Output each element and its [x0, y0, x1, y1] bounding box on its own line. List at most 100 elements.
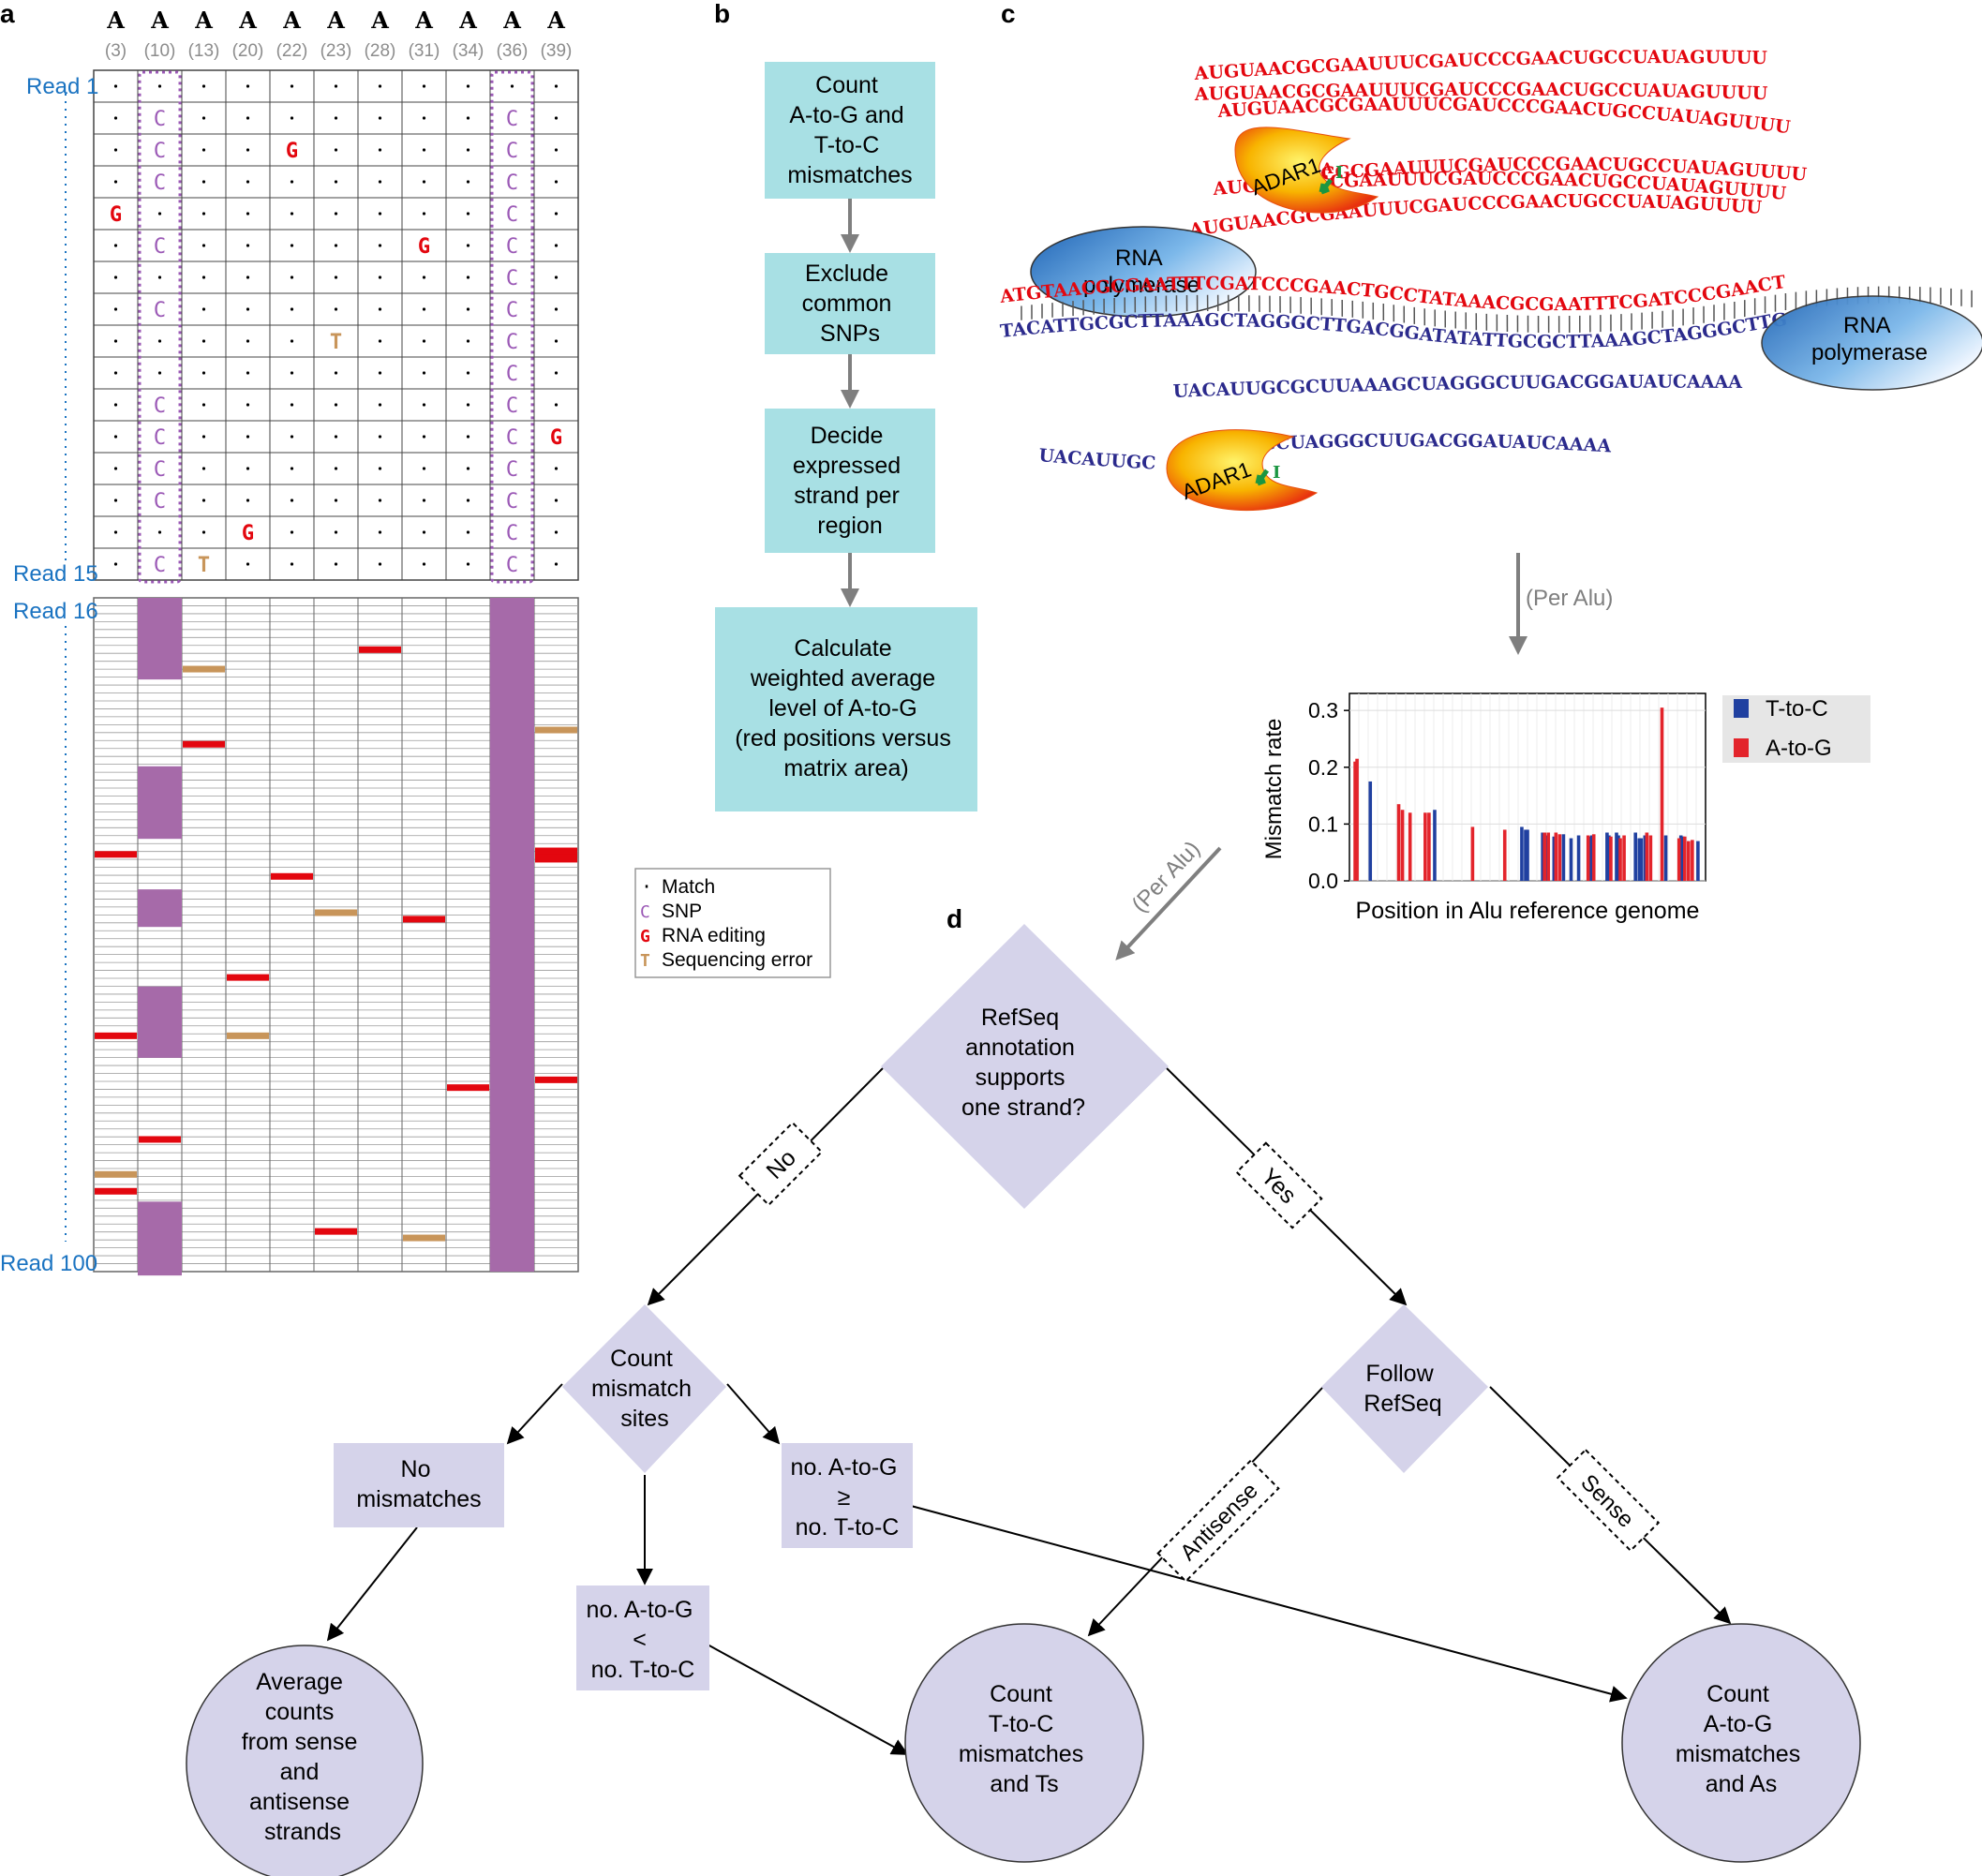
legend-symbol-snp: C — [640, 902, 650, 922]
match-dot — [290, 212, 294, 216]
chart-y-tick-label: 0.1 — [1308, 811, 1338, 836]
match-dot — [113, 84, 118, 88]
error-mark — [403, 1234, 445, 1242]
read-1-label: Read 1 — [26, 74, 98, 99]
step-exclude-box — [765, 253, 935, 354]
legend-label-error: Sequencing error — [662, 949, 812, 971]
legend-symbol-match: · — [641, 875, 652, 898]
header-position-label: (22) — [276, 41, 308, 61]
outcome-ag-text: Count A-to-G mismatches and As — [1676, 1681, 1807, 1797]
error-mark — [95, 1170, 137, 1178]
bar-t-to-c — [1552, 836, 1557, 881]
editing-mark — [227, 974, 269, 981]
bar-a-to-g — [1618, 838, 1622, 881]
bar-t-to-c — [1678, 835, 1683, 881]
bar-a-to-g — [1687, 841, 1691, 881]
match-dot — [378, 499, 382, 502]
match-dot — [422, 148, 426, 152]
match-dot — [157, 339, 162, 343]
match-dot — [334, 275, 338, 279]
bar-a-to-g — [1609, 836, 1613, 881]
match-dot — [466, 244, 470, 247]
read-100-label: Read 100 — [0, 1251, 97, 1276]
match-dot — [201, 467, 206, 470]
match-dot — [246, 180, 250, 184]
match-dot — [554, 275, 559, 279]
rna-polymerase-left-label: RNA polymerase — [1083, 246, 1200, 298]
match-dot — [157, 275, 162, 279]
snp-column-highlight — [490, 70, 534, 584]
bar-a-to-g — [1408, 812, 1412, 881]
panel-d-decision-tree: RefSeq annotation supports one strand? N… — [186, 924, 1861, 1876]
error-mark — [227, 1032, 269, 1039]
read-16-label: Read 16 — [13, 599, 98, 624]
match-dot — [378, 244, 382, 247]
outcome-average-text: Average counts from sense and antisense … — [242, 1669, 365, 1845]
match-dot — [554, 530, 559, 534]
rna-polymerase-right-label: RNA polymerase — [1811, 313, 1928, 365]
match-dot — [113, 371, 118, 375]
match-dot — [290, 84, 294, 88]
editing-mark — [535, 1076, 577, 1083]
match-dot — [246, 403, 250, 407]
editing-cell: G — [418, 235, 430, 259]
edge-nomis-avg — [326, 1526, 418, 1642]
step-count-box — [765, 62, 935, 199]
match-dot — [554, 116, 559, 120]
legend-symbol-editing: G — [640, 927, 650, 946]
read-15-label: Read 15 — [13, 561, 98, 587]
bar-a-to-g — [1423, 812, 1427, 881]
snp-cell: C — [506, 331, 518, 354]
match-dot — [201, 84, 206, 88]
match-dot — [201, 180, 206, 184]
match-dot — [201, 244, 206, 247]
panel-label-a: a — [0, 0, 15, 28]
header-base-letter: A — [282, 7, 301, 34]
bar-t-to-c — [1663, 835, 1668, 881]
legend-label-ag: A-to-G — [1766, 736, 1832, 761]
chart-bars — [1353, 707, 1700, 881]
step-decide-box — [765, 409, 935, 553]
bar-a-to-g — [1470, 826, 1475, 881]
panel-c-editing-illustration: AUGUAACGCGAAUUUCGAUCCCGAACUGCCUAUAGUUUU … — [998, 47, 1982, 655]
no-edge-label: No — [738, 1121, 824, 1207]
match-dot — [334, 84, 338, 88]
match-dot — [334, 435, 338, 439]
match-dot — [466, 562, 470, 566]
match-dot — [554, 84, 559, 88]
chart-y-axis-label: Mismatch rate — [1261, 719, 1287, 860]
snp-cell: C — [506, 299, 518, 322]
match-dot — [334, 530, 338, 534]
editing-mark — [183, 740, 225, 748]
snp-cell: C — [154, 108, 166, 131]
outcome-tc-text: Count T-to-C mismatches and Ts — [959, 1681, 1090, 1797]
bar-a-to-g — [1353, 761, 1357, 881]
bar-t-to-c — [1643, 835, 1647, 881]
match-dot — [290, 403, 294, 407]
match-dot — [113, 307, 118, 311]
chart-y-tick-label: 0.0 — [1308, 869, 1338, 893]
match-dot — [290, 467, 294, 470]
outcome-ag-circle — [1621, 1623, 1861, 1863]
match-dot — [201, 371, 206, 375]
snp-segment — [138, 889, 182, 928]
snp-cell: C — [506, 490, 518, 514]
match-dot — [113, 403, 118, 407]
match-dot — [422, 275, 426, 279]
match-dot — [554, 244, 559, 247]
match-dot — [201, 403, 206, 407]
match-dot — [422, 212, 426, 216]
match-dot — [554, 212, 559, 216]
snp-cell: C — [506, 203, 518, 227]
match-dot — [290, 562, 294, 566]
match-dot — [378, 467, 382, 470]
rna-red-strand-1: AUGUAACGCGAAUUUCGAUCCCGAACUGCCUAUAGUUUU — [1193, 47, 1767, 84]
match-dot — [378, 403, 382, 407]
rna-polymerase-right — [1761, 295, 1982, 391]
match-dot — [554, 467, 559, 470]
match-dot — [290, 530, 294, 534]
step-exclude-text: Exclude common SNPs — [802, 261, 899, 347]
bar-a-to-g — [1546, 832, 1551, 881]
match-dot — [510, 84, 514, 88]
